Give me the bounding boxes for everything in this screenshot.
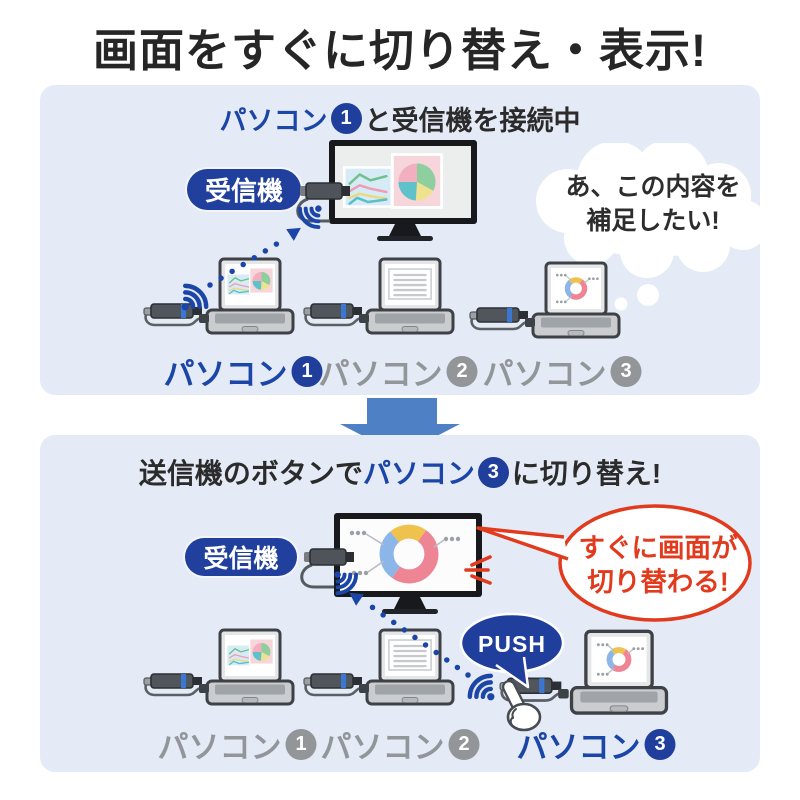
- pc-number-badge: 3: [644, 729, 676, 760]
- push-label: PUSH: [478, 631, 546, 657]
- panel-before: パソコン 1 と受信機を接続中 あ、この内容を 補足したい! 受信機: [40, 85, 768, 395]
- wireless-link-overlay: [40, 435, 760, 772]
- pc-label-3: パソコン 3: [517, 722, 676, 767]
- pc-number-badge: 3: [610, 356, 642, 387]
- pc-number-badge: 2: [448, 729, 480, 760]
- thought-bubble: あ、この内容を 補足したい!: [536, 143, 768, 311]
- wifi-icon: [182, 286, 207, 311]
- pc-label-3: パソコン 3: [483, 349, 642, 394]
- hand-press-icon: [502, 680, 542, 732]
- header-pc-name: パソコン: [219, 106, 328, 136]
- receiver-badge: 受信機: [183, 536, 299, 578]
- panel-after-header: 送信機のボタンで パソコン 3 に切り替え!: [40, 452, 760, 492]
- wireless-dotted-line: [207, 237, 286, 288]
- pc-label-2: パソコン 2: [321, 722, 480, 767]
- pc-number-badge: 1: [291, 356, 323, 387]
- pc-number-badge: 1: [330, 103, 362, 134]
- thought-line2: 補足したい!: [585, 207, 719, 235]
- wireless-arrowhead: [286, 227, 301, 241]
- wireless-link-overlay: [40, 85, 760, 395]
- pc-number-badge: 2: [446, 356, 478, 387]
- pc-label-1: パソコン 1: [158, 722, 317, 767]
- tv-illustration: [328, 511, 488, 615]
- thought-line1: あ、この内容を: [565, 172, 740, 201]
- wifi-icon: [300, 205, 322, 227]
- header-prefix: 送信機のボタンで: [138, 458, 363, 489]
- receiver-badge: 受信機: [185, 167, 303, 212]
- header-pc-name: パソコン: [362, 458, 475, 489]
- thought-trail-dot: [637, 284, 659, 306]
- header-suffix: に切り替え!: [511, 458, 662, 489]
- speech-line2: 切り替わる!: [587, 567, 728, 597]
- push-bubble-tail: [495, 656, 530, 689]
- wifi-icon: [334, 571, 356, 593]
- thought-trail-dot: [614, 297, 628, 311]
- pc-number-badge: 1: [285, 729, 317, 760]
- panel-before-header: パソコン 1 と受信機を接続中: [40, 99, 760, 138]
- panel-after: 送信機のボタンで パソコン 3 に切り替え! 受信機: [40, 435, 760, 772]
- pc-label-1: パソコン 1: [164, 349, 323, 394]
- push-bubble: PUSH: [459, 612, 565, 689]
- pc-label-2: パソコン 2: [319, 349, 478, 394]
- pc-number-badge: 3: [477, 456, 509, 488]
- page-title: 画面をすぐに切り替え・表示!: [93, 25, 707, 76]
- speech-line1: すぐに画面が: [579, 533, 738, 563]
- header-suffix: と受信機を接続中: [364, 106, 581, 136]
- speech-bubble: すぐに画面が 切り替わる!: [476, 504, 752, 622]
- speech-bubble-tail: [476, 526, 569, 561]
- emphasis-marks-icon: [464, 555, 492, 585]
- wireless-arrowhead: [349, 592, 364, 606]
